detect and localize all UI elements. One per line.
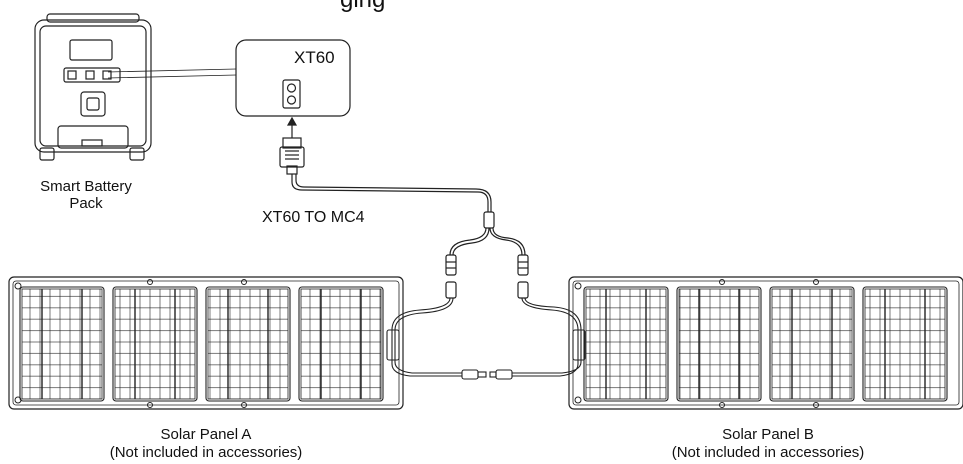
panel-b-label: Solar Panel B (Not included in accessori…	[672, 426, 865, 462]
solar-panel-b	[568, 276, 963, 410]
solar-cell-module	[769, 286, 855, 402]
panel-b-name: Solar Panel B	[722, 426, 814, 443]
panel-b-cable	[489, 297, 586, 380]
solar-cell-module	[676, 286, 762, 402]
solar-cell-module	[19, 286, 105, 402]
panel-a-note: (Not included in accessories)	[109, 444, 303, 461]
battery-pack-icon	[34, 13, 152, 161]
port-leader-lines	[107, 68, 237, 79]
xt60-port-icon	[235, 39, 351, 117]
panel-a-label: Solar Panel A (Not included in accessori…	[110, 426, 303, 462]
solar-panel-a	[8, 276, 404, 410]
diagram-title: ging	[340, 0, 385, 14]
battery-name-line1: Smart Battery	[40, 178, 132, 195]
port-label: XT60	[294, 48, 335, 67]
solar-cell-module	[583, 286, 669, 402]
panel-a-cable	[386, 297, 487, 380]
panel-a-name: Solar Panel A	[160, 426, 252, 443]
battery-label: Smart Battery Pack	[40, 178, 132, 212]
panel-b-note: (Not included in accessories)	[671, 444, 865, 461]
y-branch-cable-icon	[279, 137, 529, 299]
solar-cell-module	[862, 286, 948, 402]
cable-label: XT60 TO MC4	[262, 209, 365, 226]
solar-cell-module	[205, 286, 291, 402]
solar-cell-module	[298, 286, 384, 402]
solar-cell-module	[112, 286, 198, 402]
insert-arrow	[286, 116, 298, 138]
battery-name-line2: Pack	[69, 195, 103, 212]
